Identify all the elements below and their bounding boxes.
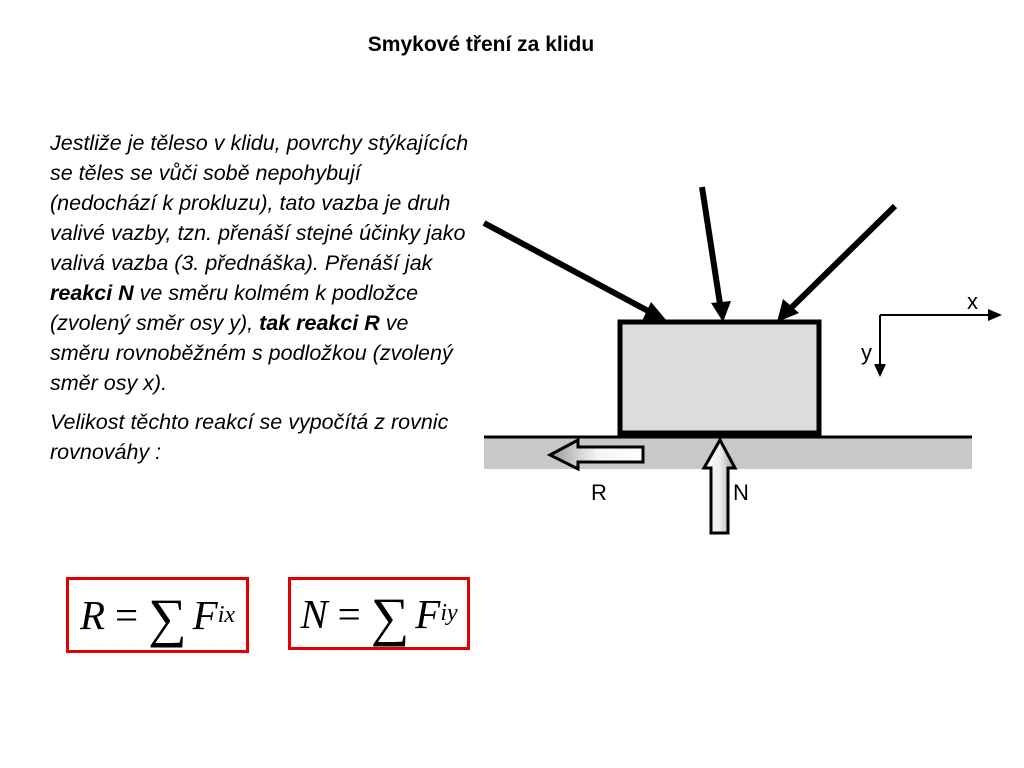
formula-r-sum-symbol: ∑ — [148, 588, 187, 648]
formula-r-equals: = — [115, 592, 139, 638]
formula-n-subscript: iy — [440, 600, 458, 626]
axis-x-label: x — [967, 289, 978, 314]
formula-r-subscript: ix — [217, 601, 236, 628]
load-arrow-middle — [699, 186, 731, 322]
paragraph-1-part-1: Jestliže je těleso v klidu, povrchy stýk… — [50, 131, 469, 275]
axis-y-label: y — [861, 340, 872, 365]
load-arrow-left — [482, 220, 667, 321]
formula-n-lhs: N — [300, 590, 328, 637]
load-arrow-right — [777, 203, 898, 322]
paragraph-1-part-3: ve směru rovnoběžném s podložkou (zvolen… — [50, 311, 453, 395]
reaction-r-label: R — [591, 480, 607, 505]
paragraph-1: Jestliže je těleso v klidu, povrchy stýk… — [50, 128, 470, 398]
formula-r-force: F — [192, 592, 218, 638]
paragraph-2: Velikost těchto reakcí se vypočítá z rov… — [50, 410, 449, 464]
paragraph-1-bold-1: reakci N — [50, 281, 134, 305]
reaction-n-arrow — [701, 436, 738, 535]
paragraph-1-bold-2: tak reakci R — [259, 311, 380, 335]
reaction-n-label: N — [733, 480, 749, 505]
resting-block — [617, 319, 822, 436]
explanation-text: Jestliže je těleso v klidu, povrchy stýk… — [50, 128, 470, 476]
axis-y-arrowhead — [874, 364, 886, 377]
reaction-r-arrow — [546, 437, 645, 472]
coordinate-axes — [874, 309, 1002, 377]
page-title: Smykové tření za klidu — [367, 33, 595, 56]
formula-r-lhs: R — [79, 592, 106, 638]
formula-n-sum-symbol: ∑ — [370, 586, 410, 647]
paragraph-1-part-2: ve směru kolmém k podložce (zvolený směr… — [50, 281, 419, 335]
formula-n-force: F — [415, 590, 441, 637]
formula-n-equals: = — [337, 590, 361, 637]
axis-x-arrowhead — [988, 309, 1002, 321]
